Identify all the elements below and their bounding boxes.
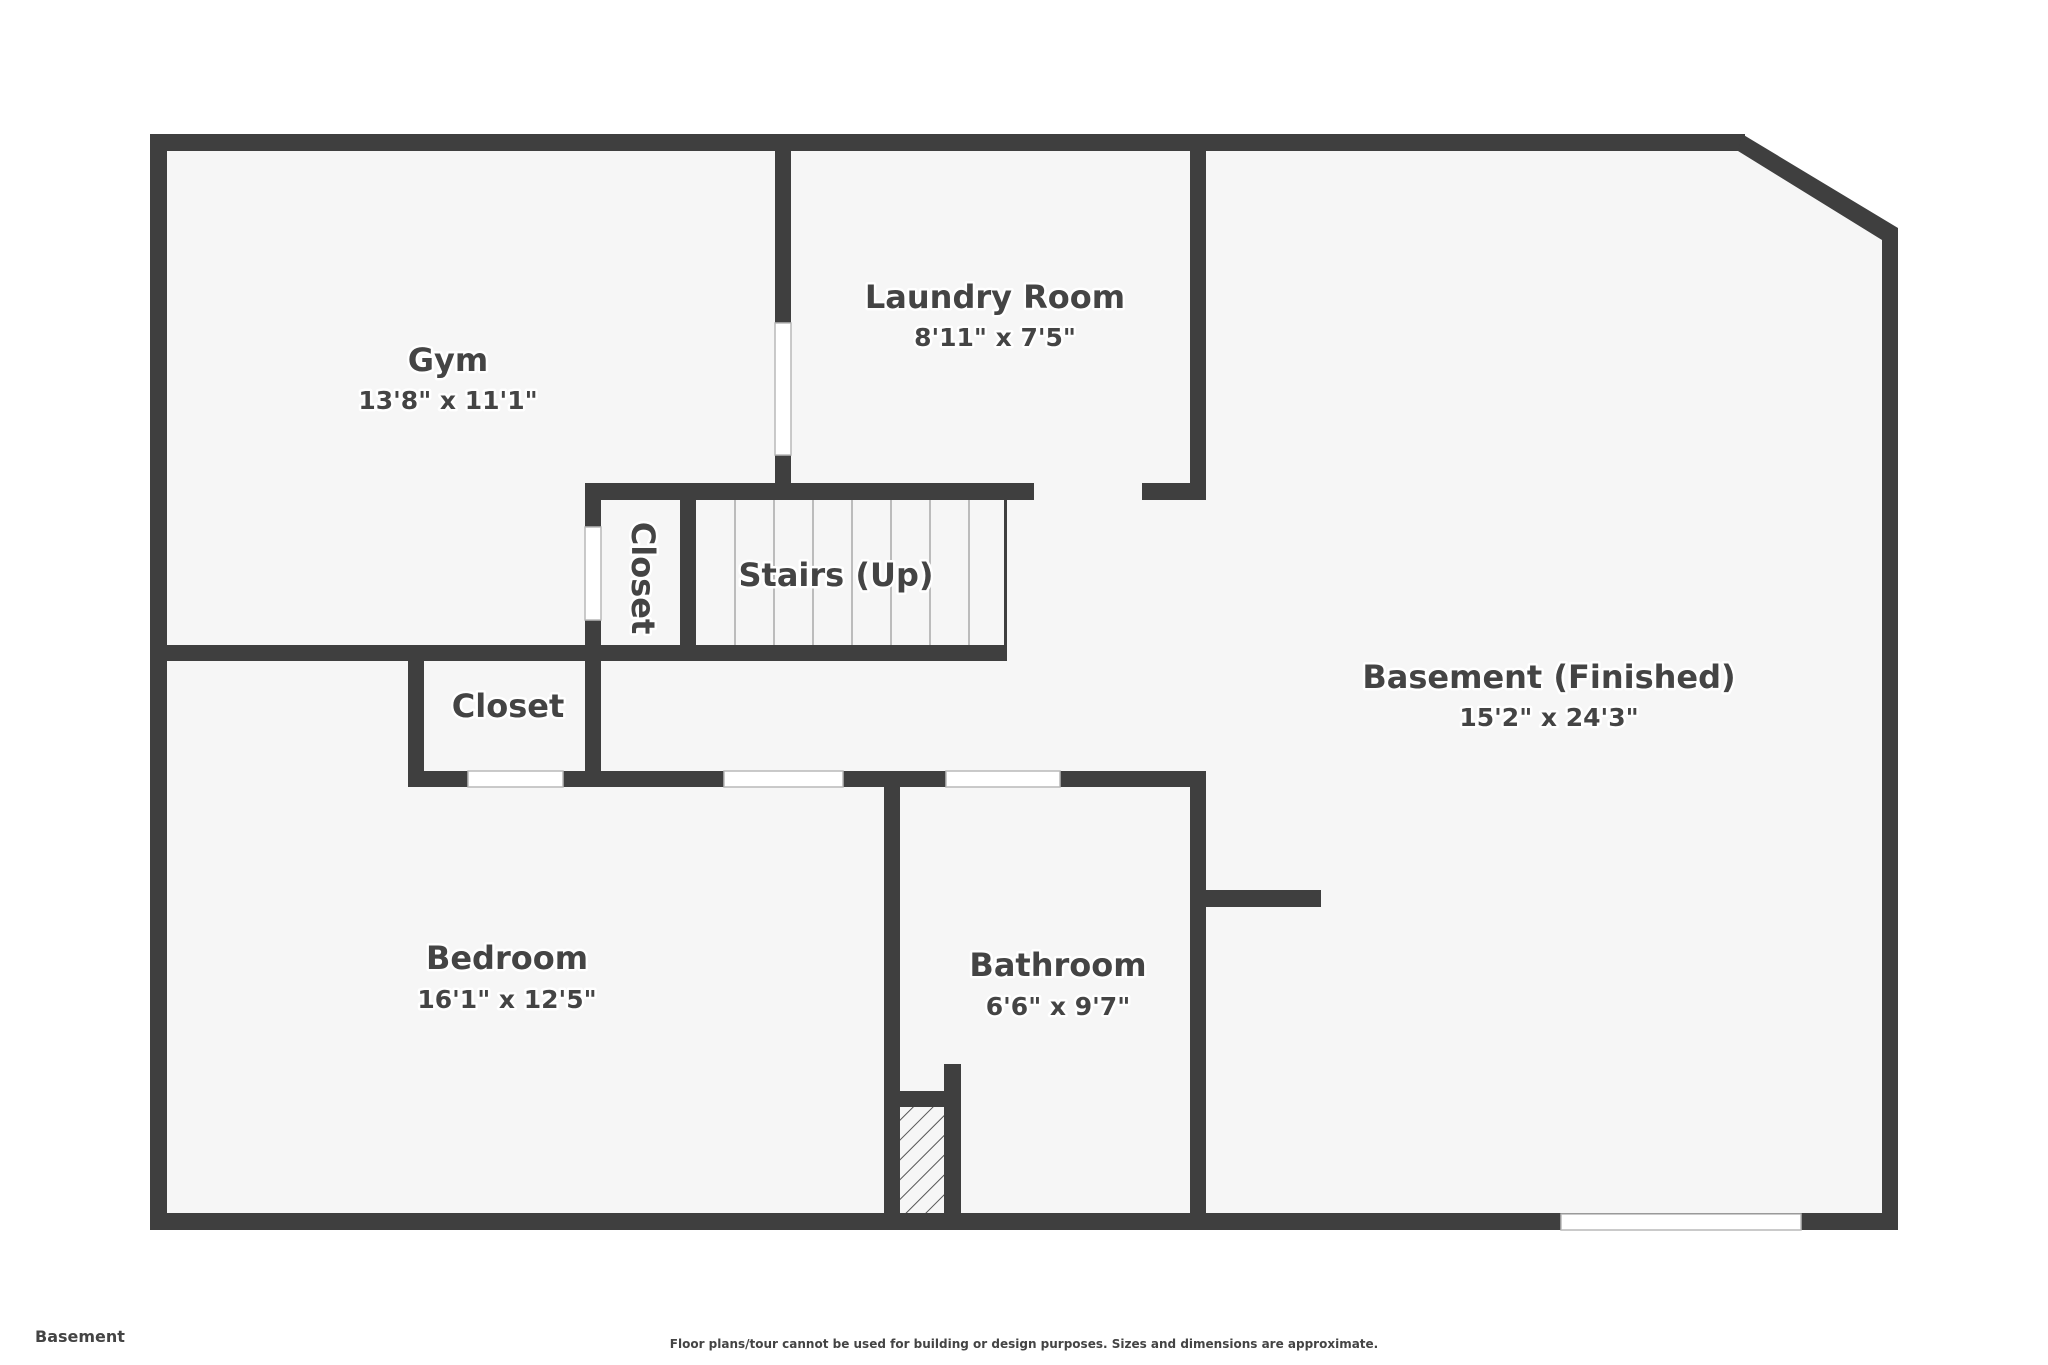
room-name-closet-horizontal: Closet bbox=[452, 687, 564, 725]
bedroom-door bbox=[723, 770, 844, 788]
room-name-basement: Basement (Finished) bbox=[1362, 658, 1735, 696]
gym-laundry-door bbox=[774, 322, 792, 456]
disclaimer-text: Floor plans/tour cannot be used for buil… bbox=[669, 1337, 1379, 1351]
floor-name-label: Basement bbox=[35, 1327, 125, 1346]
room-name-bathroom: Bathroom bbox=[969, 946, 1146, 984]
shaft-hatch bbox=[900, 1107, 944, 1213]
room-dims-bathroom: 6'6" x 9'7" bbox=[986, 992, 1130, 1021]
room-dims-basement: 15'2" x 24'3" bbox=[1459, 703, 1638, 732]
closet-vertical-door bbox=[584, 526, 602, 621]
room-name-gym: Gym bbox=[408, 341, 488, 379]
room-name-laundry: Laundry Room bbox=[865, 278, 1125, 316]
room-dims-laundry: 8'11" x 7'5" bbox=[914, 323, 1076, 352]
floor-area bbox=[158, 142, 1890, 1222]
room-name-stairs: Stairs (Up) bbox=[738, 556, 933, 594]
room-name-bedroom: Bedroom bbox=[426, 939, 588, 977]
exterior-walls bbox=[150, 134, 1898, 1230]
stair-treads bbox=[734, 500, 970, 645]
bathroom-door bbox=[945, 770, 1061, 788]
room-name-closet-vertical: Closet bbox=[624, 522, 662, 634]
room-dims-bedroom: 16'1" x 12'5" bbox=[417, 985, 596, 1014]
openings bbox=[467, 322, 1802, 1231]
room-dims-gym: 13'8" x 11'1" bbox=[358, 386, 537, 415]
closet-horizontal-door bbox=[467, 770, 564, 788]
basement-window bbox=[1560, 1213, 1802, 1231]
